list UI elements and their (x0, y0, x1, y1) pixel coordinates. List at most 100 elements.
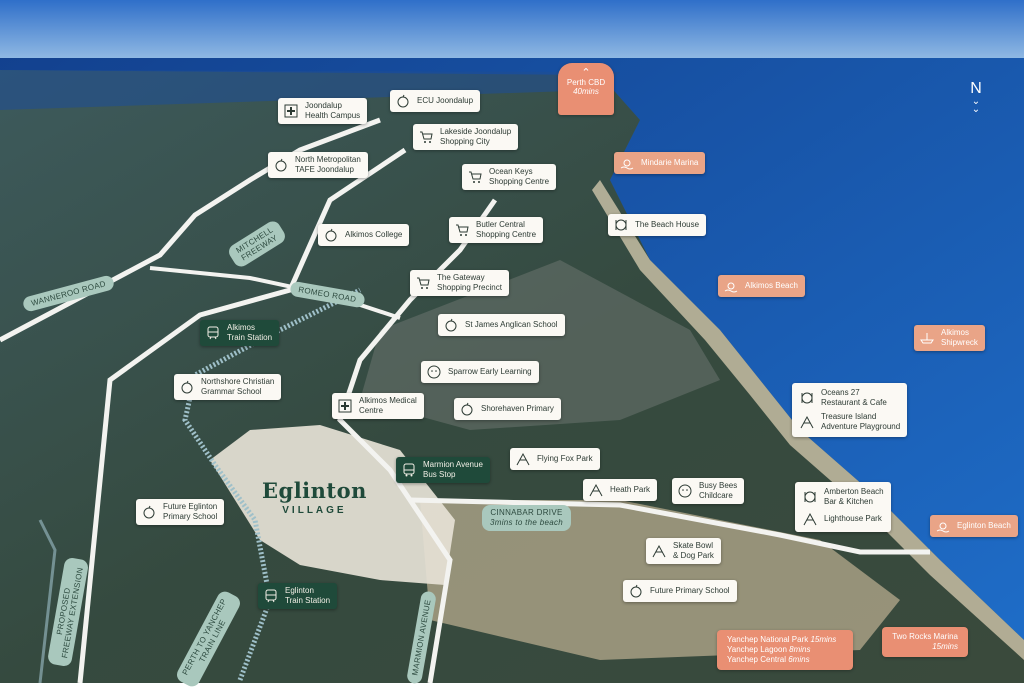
label-ocean-keys[interactable]: Ocean Keys Shopping Centre (462, 164, 557, 190)
dining-icon (799, 390, 815, 406)
yanchep-row: Yanchep Lagoon 8mins (727, 645, 843, 655)
label-alkimos-shipwreck[interactable]: Alkimos Shipwreck (914, 325, 985, 351)
label-marmion-bus[interactable]: Marmion Avenue Bus Stop (396, 457, 490, 483)
shopping-cart-icon (418, 129, 434, 145)
label-text: Future Primary School (650, 586, 730, 595)
label-alkimos-college[interactable]: Alkimos College (318, 224, 410, 246)
label-sparrow[interactable]: Sparrow Early Learning (421, 361, 539, 383)
label-alkimos-station[interactable]: Alkimos Train Station (200, 320, 280, 346)
two-rocks-box[interactable]: Two Rocks Marina 15mins (882, 627, 968, 657)
yanchep-time: 6mins (788, 655, 810, 664)
label-northshore[interactable]: Northshore Christian Grammar School (174, 374, 282, 400)
label-text: The Gateway Shopping Precinct (437, 273, 502, 292)
train-icon (205, 325, 221, 341)
label-beach-house[interactable]: The Beach House (608, 214, 707, 236)
label-medical[interactable]: Alkimos Medical Centre (332, 393, 424, 419)
eglinton-village-title: Eglinton VILLAGE (262, 478, 367, 516)
suburbs (360, 260, 720, 430)
label-text: Alkimos Train Station (227, 323, 273, 342)
label-text: ECU Joondalup (417, 96, 474, 105)
bus-icon (401, 462, 417, 478)
dining-icon (613, 217, 629, 233)
cinnabar-name: CINNABAR DRIVE (490, 508, 563, 517)
perth-cbd-marker[interactable]: ⌃ Perth CBD 40mins (558, 63, 614, 115)
yanchep-time: 8mins (789, 645, 811, 654)
mitchell-freeway-line (77, 147, 407, 683)
playground-icon (799, 414, 815, 430)
development-name: Eglinton (262, 478, 367, 503)
treasure-island-row[interactable]: Treasure Island Adventure Playground (799, 412, 900, 432)
distant-coast (0, 70, 620, 110)
shopping-cart-icon (415, 275, 431, 291)
label-flying-fox[interactable]: Flying Fox Park (510, 448, 600, 470)
playground-icon (651, 543, 667, 559)
apple-icon (628, 583, 644, 599)
label-north-metro-tafe[interactable]: North Metropolitan TAFE Joondalup (268, 152, 368, 178)
label-text: Treasure Island Adventure Playground (821, 412, 901, 431)
label-alkimos-beach[interactable]: Alkimos Beach (718, 275, 805, 297)
label-text: Mindarie Marina (641, 158, 699, 167)
two-rocks-name: Two Rocks Marina (892, 632, 958, 641)
sun-wave-icon (723, 278, 739, 294)
label-future-primary[interactable]: Future Primary School (623, 580, 737, 602)
shipwreck-icon (919, 330, 935, 346)
dining-icon (802, 489, 818, 505)
label-amberton-group[interactable]: Amberton Beach Bar & Kitchen Lighthouse … (795, 482, 891, 532)
label-eglinton-beach[interactable]: Eglinton Beach (930, 515, 1018, 537)
perth-cbd-name: Perth CBD (566, 78, 606, 87)
yanchep-name: Yanchep Lagoon (727, 645, 787, 654)
label-text: Eglinton Train Station (285, 586, 331, 605)
playground-icon (515, 451, 531, 467)
label-shorehaven[interactable]: Shorehaven Primary (454, 398, 561, 420)
label-mindarie-marina[interactable]: Mindarie Marina (614, 152, 706, 174)
label-text: Busy Bees Childcare (699, 481, 738, 500)
cinnabar-drive-line (409, 497, 930, 555)
apple-icon (273, 157, 289, 173)
label-text: Oceans 27 Restaurant & Cafe (821, 388, 887, 407)
label-lakeside[interactable]: Lakeside Joondalup Shopping City (413, 124, 519, 150)
label-text: Butler Central Shopping Centre (476, 220, 537, 239)
amberton-row[interactable]: Amberton Beach Bar & Kitchen (802, 487, 884, 507)
label-text: Flying Fox Park (537, 454, 593, 463)
label-text: Joondalup Health Campus (305, 101, 361, 120)
label-text: St James Anglican School (465, 320, 558, 329)
label-text: Ocean Keys Shopping Centre (489, 167, 550, 186)
label-text: Sparrow Early Learning (448, 367, 532, 376)
apple-icon (179, 379, 195, 395)
label-future-eglinton-primary[interactable]: Future Eglinton Primary School (136, 499, 225, 525)
label-text: Alkimos College (345, 230, 403, 239)
lighthouse-row[interactable]: Lighthouse Park (802, 511, 882, 527)
label-text: Heath Park (610, 485, 651, 494)
label-text: Lighthouse Park (824, 514, 882, 523)
label-ecu[interactable]: ECU Joondalup (390, 90, 481, 112)
chevron-up-icon: ⌃ (581, 67, 591, 79)
label-text: North Metropolitan TAFE Joondalup (295, 155, 361, 174)
yanchep-row: Yanchep National Park 15mins (727, 635, 843, 645)
oceans27-row[interactable]: Oceans 27 Restaurant & Cafe (799, 388, 887, 408)
north-letter: N (970, 80, 982, 97)
label-skate-bowl[interactable]: Skate Bowl & Dog Park (646, 538, 721, 564)
label-butler-central[interactable]: Butler Central Shopping Centre (449, 217, 544, 243)
label-st-james[interactable]: St James Anglican School (438, 314, 565, 336)
label-gateway[interactable]: The Gateway Shopping Precinct (410, 270, 509, 296)
apple-icon (443, 317, 459, 333)
yanchep-box[interactable]: Yanchep National Park 15mins Yanchep Lag… (717, 630, 853, 670)
label-oceans27-group[interactable]: Oceans 27 Restaurant & Cafe Treasure Isl… (792, 383, 908, 437)
shopping-cart-icon (467, 169, 483, 185)
playground-icon (802, 511, 818, 527)
label-busy-bees[interactable]: Busy Bees Childcare (672, 478, 745, 504)
label-text: Shorehaven Primary (481, 404, 554, 413)
label-heath-park[interactable]: Heath Park (583, 479, 658, 501)
wanneroo-road-line (0, 117, 381, 343)
label-text: Alkimos Beach (745, 281, 798, 290)
label-text: Alkimos Shipwreck (941, 328, 978, 347)
label-text: Future Eglinton Primary School (163, 502, 218, 521)
beach-strip (592, 180, 1024, 660)
label-joondalup-health[interactable]: Joondalup Health Campus (278, 98, 368, 124)
sky (0, 0, 1024, 58)
yanchep-row: Yanchep Central 6mins (727, 655, 843, 665)
road-cinnabar: CINNABAR DRIVE 3mins to the beach (482, 505, 571, 531)
yanchep-name: Yanchep Central (727, 655, 786, 664)
label-eglinton-station[interactable]: Eglinton Train Station (258, 583, 338, 609)
